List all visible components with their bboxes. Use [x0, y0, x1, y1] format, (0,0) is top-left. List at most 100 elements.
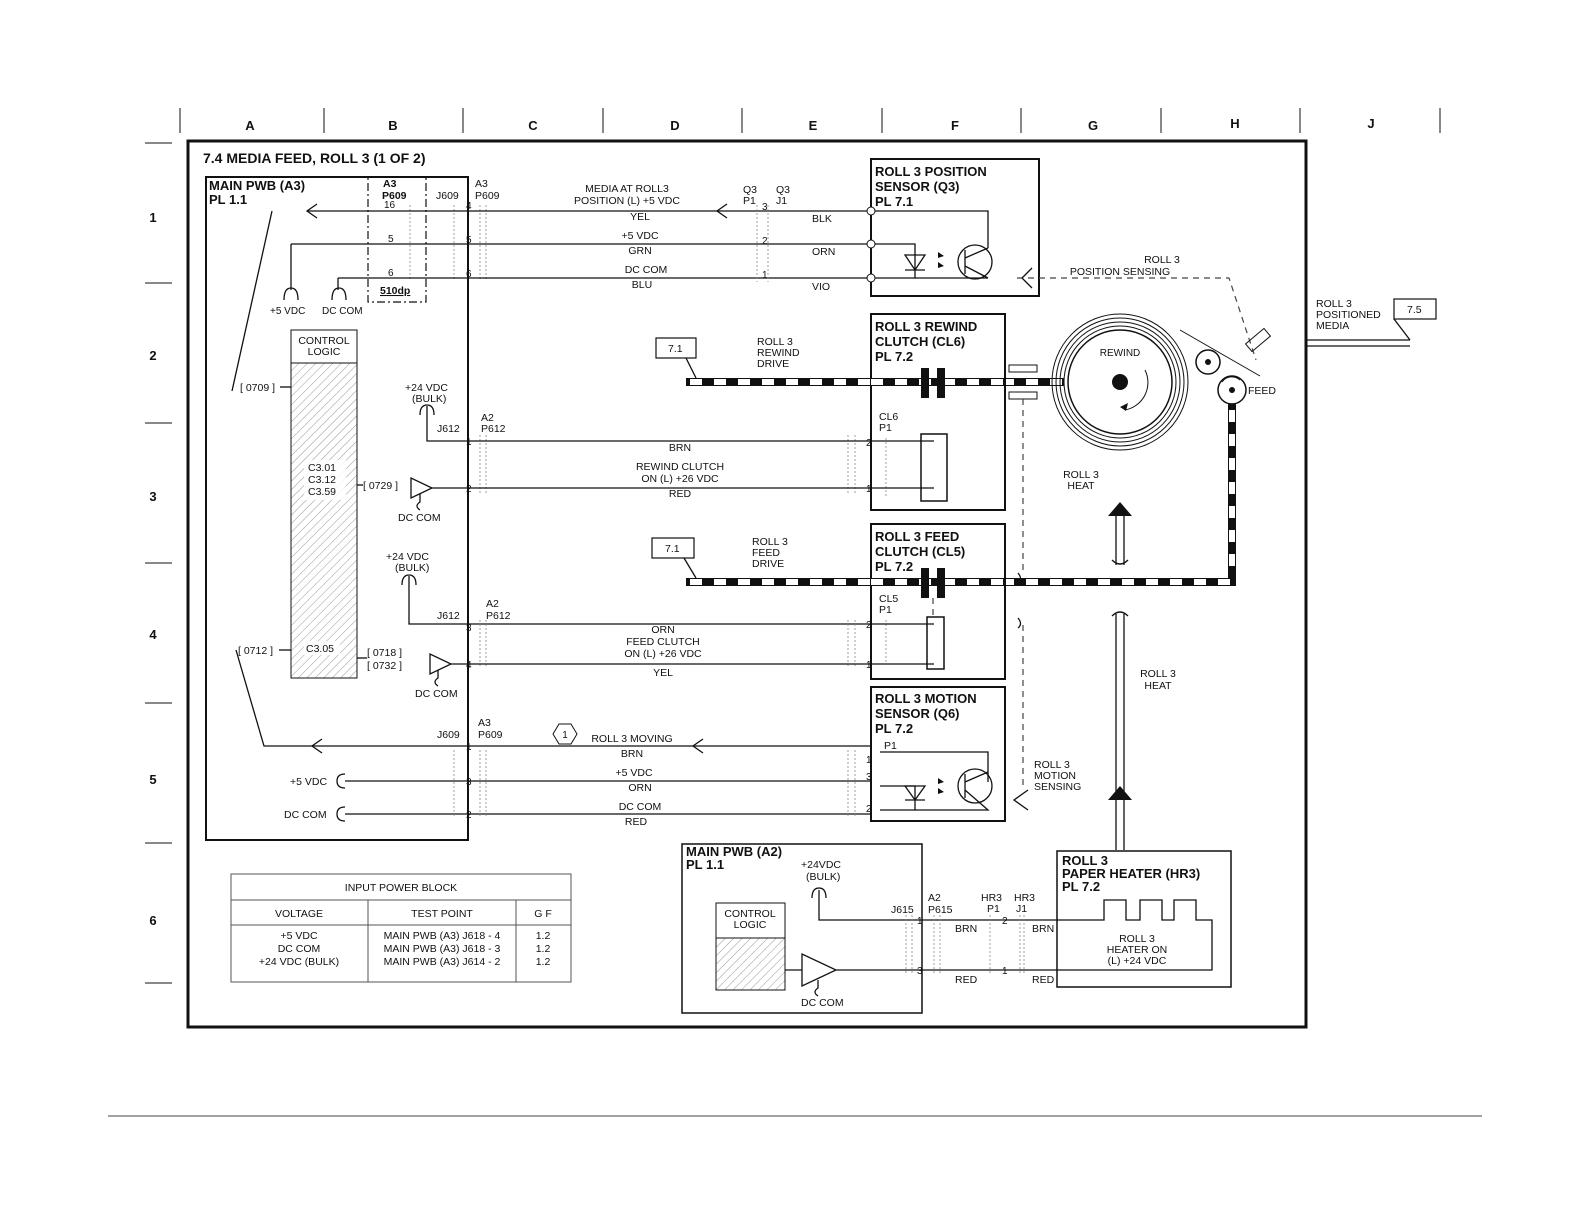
q3p1-b: P1 [743, 195, 756, 207]
a2-control-l2: LOGIC [734, 919, 767, 931]
positioned-ref: 7.5 [1407, 304, 1422, 316]
pin-5a: 5 [388, 234, 394, 245]
power-table-title: INPUT POWER BLOCK [345, 882, 457, 894]
feed-dccom: DC COM [415, 688, 458, 700]
pos-w3c: BLU [632, 279, 652, 291]
position-sensor-box [870, 158, 1040, 297]
ref-0709: [ 0709 ] [240, 382, 275, 394]
grid-row-5: 5 [149, 772, 156, 787]
heater-w2b: RED [1032, 974, 1055, 986]
a2-a2: A2 [928, 892, 941, 904]
vdc-tail [283, 287, 299, 301]
motion-a3: A3 [478, 717, 491, 729]
power-r1-c1: MAIN PWB (A3) J618 - 3 [384, 943, 501, 955]
rewind-p612: P612 [481, 423, 506, 435]
pos-vdc-label: +5 VDC [270, 306, 305, 317]
pos-sensor-pl: PL 7.1 [875, 194, 913, 209]
position-sensing-path [1017, 277, 1257, 361]
wire-brn-motion [235, 649, 871, 747]
motion-badge: 1 [562, 730, 568, 741]
positioned-3: MEDIA [1316, 320, 1349, 332]
rewind-dccom: DC COM [398, 512, 441, 524]
feed-solenoid-icon [926, 616, 945, 670]
grid-col-h: H [1230, 116, 1239, 131]
motion-pl: PL 7.2 [875, 721, 913, 736]
rewind-title-2: CLUTCH (CL6) [875, 334, 965, 349]
power-r0-c2: 1.2 [536, 930, 551, 942]
grid-row-3: 3 [149, 489, 156, 504]
arrow-left-1 [305, 203, 318, 219]
power-table-h2: G F [534, 908, 552, 920]
feed-bulk-1: +24 VDC [386, 551, 429, 563]
rewind-roll-label: REWIND [1100, 348, 1141, 359]
heater-sig-1: ROLL 3 [1119, 933, 1155, 945]
feed-w1: ORN [651, 624, 674, 636]
ref-0732: [ 0732 ] [367, 660, 402, 672]
rewind-driver-icon [410, 476, 434, 500]
main-pwb-a3-pl: PL 1.1 [209, 192, 247, 207]
feed-drive-1: ROLL 3 [752, 536, 788, 548]
heater-pin-1: 1 [1002, 966, 1008, 977]
heat-lower-1: ROLL 3 [1140, 668, 1176, 680]
feed-heat-2: HEAT [1067, 480, 1095, 492]
positioned-ref-box [1393, 298, 1437, 320]
p609-a3: A3 [383, 178, 397, 190]
feed-bulk-2: (BULK) [395, 562, 429, 574]
led-icon [903, 254, 927, 272]
feed-w2: YEL [653, 667, 673, 679]
heat-arrow-lower [1115, 614, 1125, 850]
a2-pin-1: 1 [917, 916, 923, 927]
feed-a2: A2 [486, 598, 499, 610]
pos-w1: YEL [630, 211, 650, 223]
motion-w2: +5 VDC [615, 767, 652, 779]
feed-roll-label: FEED [1248, 385, 1276, 397]
p609-connector-box [367, 176, 427, 303]
a2-control-logic-header [715, 902, 786, 939]
code-c301: C3.01 [308, 462, 336, 474]
feed-pin-2r: 2 [866, 620, 872, 631]
q3j1-a: Q3 [776, 184, 790, 196]
motion-w1: BRN [621, 748, 643, 760]
feed-j612: J612 [437, 610, 460, 622]
feed-driver-icon [429, 652, 453, 676]
motion-w3: DC COM [619, 801, 662, 813]
rewind-ref: 7.1 [668, 343, 683, 355]
feed-p612: P612 [486, 610, 511, 622]
hr3j1-b: J1 [1016, 903, 1027, 915]
feed-sig-1: FEED CLUTCH [626, 636, 700, 648]
arrow-left-2 [715, 203, 728, 219]
feed-pl: PL 7.2 [875, 559, 913, 574]
power-table-h0: VOLTAGE [275, 908, 323, 920]
rewind-clp: P1 [879, 422, 892, 434]
pin-6a: 6 [388, 268, 394, 279]
hr3p1-b: P1 [987, 903, 1000, 915]
pos-sensor-title-2: SENSOR (Q3) [875, 179, 960, 194]
a2-p615: P615 [928, 904, 953, 916]
control-logic-l2: LOGIC [308, 346, 341, 358]
ref-0712: [ 0712 ] [238, 645, 273, 657]
feed-cl: CL5 [879, 593, 898, 605]
pos-w2b: ORN [812, 246, 835, 258]
hr3p1-a: HR3 [981, 892, 1002, 904]
phototransistor-icon [957, 244, 993, 280]
rewind-solenoid-icon [920, 433, 948, 502]
p609-label: P609 [382, 190, 407, 202]
feed-clutch-plate [921, 568, 929, 598]
motion-j609: J609 [437, 729, 460, 741]
a2-j615: J615 [891, 904, 914, 916]
j609-label-top: J609 [436, 190, 459, 202]
heater-pin-2: 2 [1002, 916, 1008, 927]
a2-control-logic-block [715, 937, 786, 991]
power-r2-c0: +24 VDC (BULK) [259, 956, 339, 968]
power-r1-c2: 1.2 [536, 943, 551, 955]
a2-dccom: DC COM [801, 997, 844, 1009]
positioned-output-line [1306, 339, 1410, 347]
main-pwb-a2-pl: PL 1.1 [686, 857, 724, 872]
a2-control-l1: CONTROL [724, 908, 775, 920]
pos-w1b: BLK [812, 213, 832, 225]
heater-w1b: BRN [1032, 923, 1054, 935]
rewind-ref-box [655, 337, 697, 359]
pin-1q: 1 [762, 270, 768, 281]
rewind-a2: A2 [481, 412, 494, 424]
